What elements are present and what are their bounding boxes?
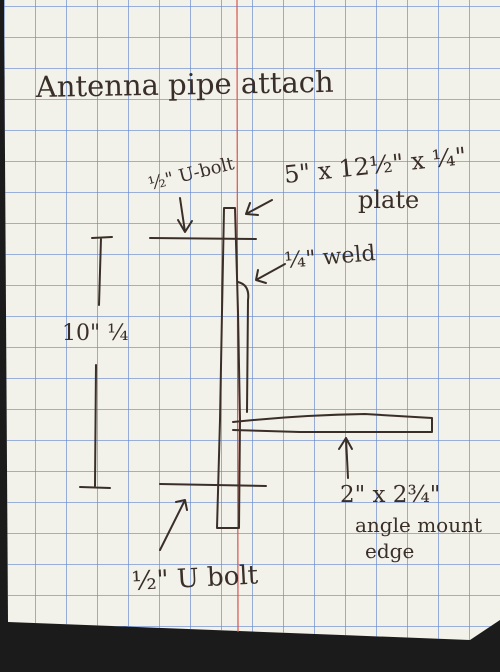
angle-arrow [338,437,353,479]
weld-arrow [255,263,286,284]
sketch-title: Antenna pipe attach [35,65,334,104]
plate-outline [216,207,241,529]
angle-outline [232,413,433,433]
height-dimension [79,236,113,489]
grid-lines [4,0,500,640]
top-ubolt-arrow [177,197,193,233]
bottom-ubolt-arrow [159,499,188,551]
angle-line2-label: edge [365,539,414,563]
plate-arrow [245,199,273,216]
plate-word-label: plate [358,186,419,214]
angle-line1-label: angle mount [355,513,482,537]
angle-dims-label: 2" x 2¾" [340,482,440,508]
height-label: 10" ¼ [62,321,128,346]
top-ubolt-line [149,237,257,240]
bottom-ubolt-label: ½" U bolt [131,560,260,597]
weld-mark [237,281,250,413]
bottom-ubolt-line [159,483,267,487]
